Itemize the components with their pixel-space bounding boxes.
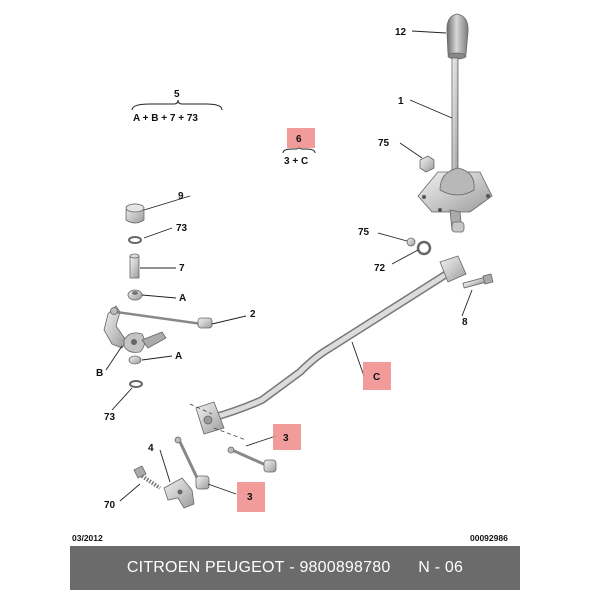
callout-box-6 <box>287 128 315 148</box>
footer-gap <box>390 559 418 577</box>
link-rod-3-lower <box>174 436 210 490</box>
callout-box-3-upper <box>273 424 301 450</box>
label-c: C <box>373 372 380 383</box>
label-a-upper: A <box>179 293 186 304</box>
brace-5 <box>131 99 223 111</box>
link-rod-3-upper <box>227 446 277 473</box>
date-code: 03/2012 <box>72 533 103 543</box>
label-1: 1 <box>398 96 404 107</box>
label-3-lower: 3 <box>247 492 253 503</box>
washer-73-lower <box>129 380 143 388</box>
leader-lines <box>105 30 473 502</box>
label-a-lower: A <box>175 351 182 362</box>
callout-box-c <box>363 362 391 390</box>
bolt-70 <box>133 465 162 490</box>
washer-73-upper <box>128 236 142 244</box>
label-2: 2 <box>250 309 256 320</box>
footer-part-number: 9800898780 <box>299 559 391 576</box>
footer-brand: CITROEN PEUGEOT <box>126 559 285 576</box>
footer-bar: CITROEN PEUGEOT - 9800898780 N - 06 <box>70 546 520 590</box>
label-3-upper: 3 <box>283 433 289 444</box>
label-73-lower: 73 <box>104 412 116 423</box>
callout-box-3-lower <box>237 482 265 512</box>
gear-lever-1 <box>451 57 459 179</box>
footer-separator: - <box>284 559 300 576</box>
label-75-lower: 75 <box>358 227 370 238</box>
reference-code: 00092986 <box>470 533 508 543</box>
nut-75-upper <box>419 155 435 173</box>
label-6-formula: 3 + C <box>284 156 308 167</box>
label-4: 4 <box>148 443 154 454</box>
spring-pin-7 <box>129 253 140 279</box>
label-5-formula: A + B + 7 + 73 <box>133 113 198 124</box>
label-12: 12 <box>395 27 407 38</box>
label-8: 8 <box>462 317 468 328</box>
footer-page: N - 06 <box>418 559 464 576</box>
label-9: 9 <box>178 191 184 202</box>
label-5: 5 <box>174 89 180 100</box>
link-rod-2 <box>110 307 213 329</box>
label-72: 72 <box>374 263 386 274</box>
label-73-upper: 73 <box>176 223 188 234</box>
bush-a-upper <box>127 289 143 301</box>
lever-bracket-4 <box>163 477 195 509</box>
washer-75-72 <box>406 237 432 256</box>
gear-knob-12 <box>446 13 469 60</box>
label-75-upper: 75 <box>378 138 390 149</box>
label-7: 7 <box>179 263 185 274</box>
bush-a-lower <box>128 355 142 365</box>
label-6: 6 <box>296 134 302 145</box>
cap-9 <box>125 203 145 224</box>
label-70: 70 <box>104 500 116 511</box>
shift-rod-c <box>195 255 467 435</box>
lever-base-housing <box>417 167 493 233</box>
label-b: B <box>96 368 103 379</box>
bolt-8 <box>462 273 494 289</box>
